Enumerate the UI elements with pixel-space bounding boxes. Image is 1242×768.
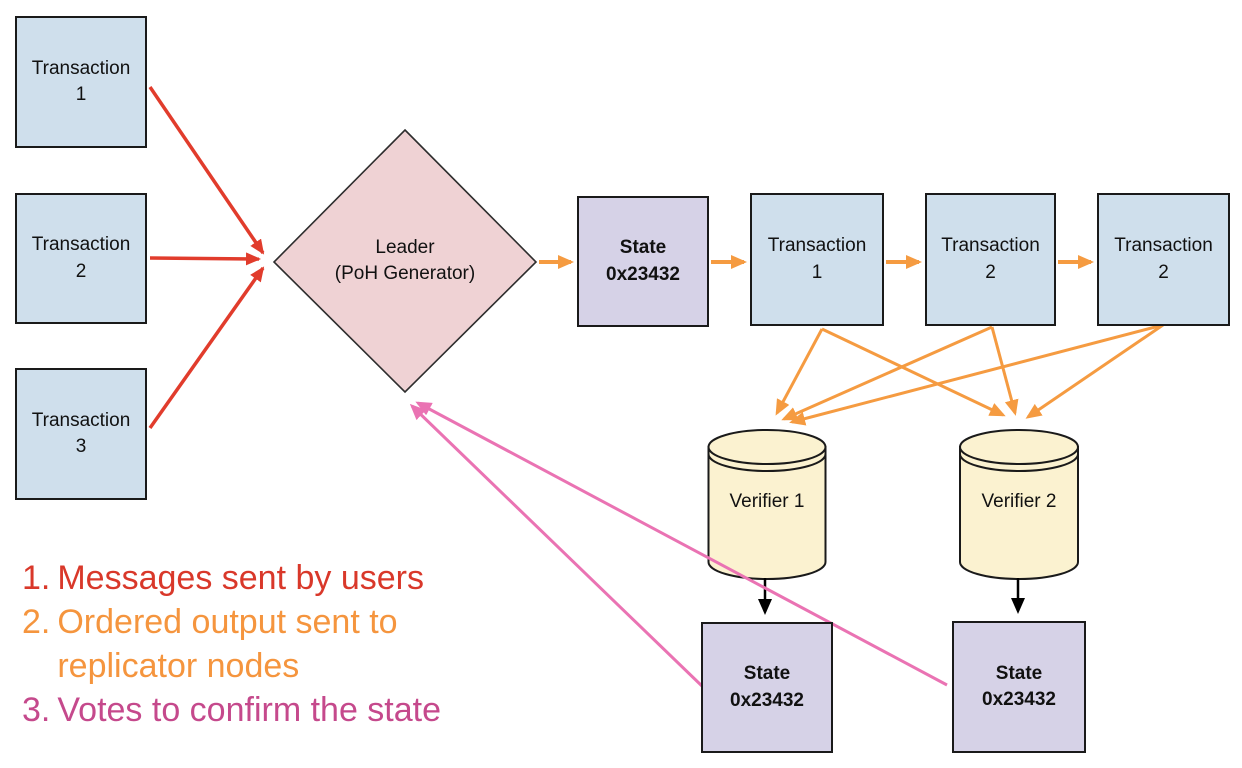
edge-chain-tx3-to-verifier2: [1025, 323, 1164, 419]
legend-number: 1.: [22, 559, 51, 597]
edge-chain-tx2-to-verifier1: [781, 325, 993, 421]
node-chain-transaction-2: Transaction 2: [925, 193, 1056, 326]
node-verifier-1-label: Verifier 1: [729, 490, 805, 512]
legend-number: 3.: [22, 691, 51, 729]
edge-verifier2-state-to-leader: [415, 401, 948, 687]
edge-chain-tx1-to-verifier1: [775, 328, 824, 416]
node-chain-transaction-3: Transaction 2: [1097, 193, 1230, 326]
edge-chain-tx3-to-verifier1: [789, 323, 1164, 426]
edge-chain-tx2-to-verifier2: [990, 326, 1019, 416]
legend-item-ordered-output: 2. Ordered output sent to replicator nod…: [22, 600, 502, 688]
node-state-initial: State 0x23432: [577, 196, 709, 327]
node-verifier-2-label: Verifier 2: [981, 490, 1057, 512]
legend-label: Votes to confirm the state: [57, 691, 442, 729]
edge-user-tx1-to-leader: [148, 86, 265, 255]
verifier1-cylinder: [707, 429, 827, 580]
node-user-transaction-2: Transaction 2: [15, 193, 147, 324]
node-leader-label: Leader (PoH Generator): [334, 236, 476, 284]
legend-label: Ordered output sent to replicator nodes: [57, 603, 398, 685]
node-verifier-2-state: State 0x23432: [952, 621, 1086, 753]
node-chain-transaction-1: Transaction 1: [750, 193, 884, 326]
legend-label: Messages sent by users: [57, 559, 424, 597]
edge-verifier1-state-to-leader: [409, 403, 705, 689]
leader-diamond-shape: [272, 128, 538, 394]
legend-item-messages: 1. Messages sent by users: [22, 556, 502, 600]
legend-number: 2.: [22, 603, 51, 641]
verifier2-cylinder: [959, 429, 1079, 580]
node-user-transaction-3: Transaction 3: [15, 368, 147, 500]
edge-user-tx2-to-leader: [149, 252, 261, 266]
edge-chain-tx1-to-verifier2: [821, 327, 1006, 417]
legend: 1. Messages sent by users 2. Ordered out…: [22, 556, 502, 732]
node-user-transaction-1: Transaction 1: [15, 16, 147, 148]
node-verifier-1-state: State 0x23432: [701, 622, 833, 753]
edge-user-tx3-to-leader: [148, 266, 265, 430]
legend-item-votes: 3. Votes to confirm the state: [22, 688, 502, 732]
